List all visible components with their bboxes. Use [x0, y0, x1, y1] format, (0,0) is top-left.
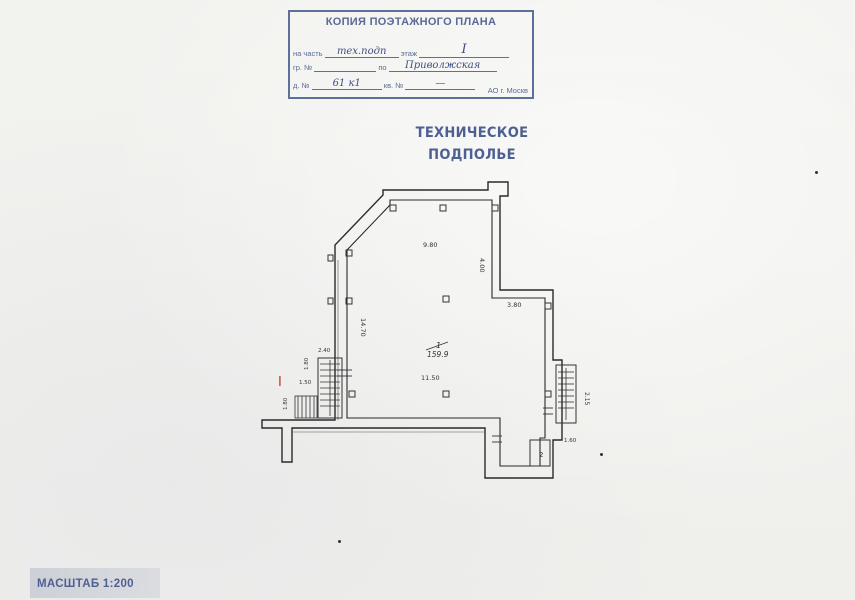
dim-step: 3.80 [507, 301, 521, 309]
stamp-street-label: по [378, 63, 387, 72]
column [348, 390, 356, 398]
stamp-part-label: на часть [293, 49, 323, 58]
column [491, 204, 499, 212]
dim-stair-small-a: 2.40 [318, 348, 331, 354]
stamp-house-label: д. № [293, 81, 310, 90]
column [345, 249, 353, 257]
stamp-row-part: на часть тех.подп этаж I [293, 42, 510, 58]
right-stair-block [555, 364, 577, 424]
room-area: 159.9 [427, 350, 449, 359]
column [345, 297, 353, 305]
stamp-floor-label: этаж [400, 49, 417, 58]
stamp-apt-value: — [435, 78, 446, 89]
area-type-stamp: ТЕХНИЧЕСКОЕ ПОДПОЛЬЕ [406, 122, 538, 166]
stamp-row-street: гр. № по Приволжская [293, 60, 497, 72]
stamp-mark-label: гр. [293, 63, 302, 72]
stamp-house-value: 61 к1 [332, 78, 361, 89]
ink-dot [338, 540, 341, 543]
left-stair-block [317, 357, 343, 419]
stamp-row-house: д. № 61 к1 кв. № — [293, 78, 476, 90]
dim-bottom-right: 1.60 [564, 438, 577, 444]
entrance-mark: I [278, 375, 282, 390]
dim-stair-small-c: 1.80 [304, 357, 310, 370]
small-room-2 [529, 439, 551, 467]
floor-plan-copy-stamp: КОПИЯ ПОЭТАЖНОГО ПЛАНА на часть тех.подп… [288, 10, 534, 99]
entrance-stair [294, 395, 318, 419]
right-stair-steps [558, 368, 574, 420]
dim-width: 11.50 [421, 374, 440, 382]
scale-text: МАСШТАБ 1:200 [37, 578, 134, 590]
stamp-part-value: тех.подп [336, 46, 387, 57]
column [327, 254, 334, 262]
dim-stair-small-b: 1.50 [299, 380, 312, 386]
column [442, 295, 450, 303]
inner-wall [346, 199, 546, 467]
outer-wall [261, 181, 563, 479]
ink-dot [600, 453, 603, 456]
dim-stair-small-d: 1.80 [283, 397, 289, 410]
door-marks [337, 369, 553, 443]
area-type-line1: ТЕХНИЧЕСКОЕ [415, 125, 529, 141]
stamp-number-label: № [304, 63, 313, 72]
column [442, 390, 450, 398]
stamp-street-value: Приволжская [405, 60, 481, 71]
stamp-title: КОПИЯ ПОЭТАЖНОГО ПЛАНА [325, 16, 497, 28]
scale-strip: МАСШТАБ 1:200 [30, 568, 160, 598]
room-label-divider [425, 341, 449, 351]
ink-dot [815, 171, 818, 174]
dim-right-upper: 4.00 [478, 258, 486, 272]
column [544, 302, 552, 310]
stamp-apt-label: кв. № [383, 81, 404, 90]
column [544, 390, 552, 398]
column [327, 297, 334, 305]
column [439, 204, 447, 212]
small-room-number: 2 [539, 451, 543, 459]
dim-top: 9.80 [423, 241, 437, 249]
column [389, 204, 397, 212]
area-type-line2: ПОДПОЛЬЕ [428, 147, 516, 163]
stamp-floor-value: I [461, 42, 467, 57]
left-stair-steps [320, 360, 340, 416]
dim-left: 14.70 [359, 318, 367, 337]
stamp-org: АО г. Москв [487, 86, 528, 95]
dim-right-stair: 2.15 [583, 392, 590, 406]
